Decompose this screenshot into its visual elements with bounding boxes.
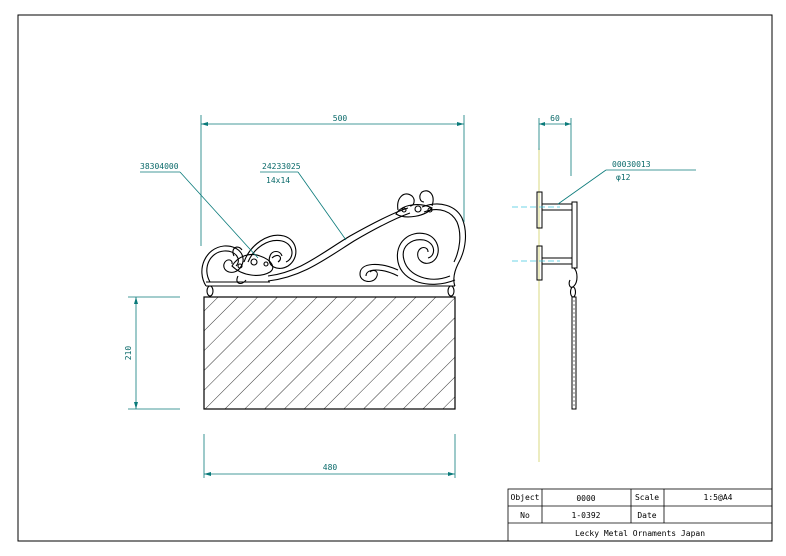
callout-bar-size: 14x14 [266,176,290,185]
scale-label: Scale [635,493,659,502]
callout-ornament-code: 38304000 [140,162,179,171]
left-hanging-ring [206,285,214,297]
object-label: Object [511,493,540,502]
side-view: 60 00030013 φ12 [512,114,696,462]
company-name: Lecky Metal Ornaments Japan [575,529,705,538]
dim-sign-height: 210 [124,346,133,361]
drawing-frame [17,14,773,542]
right-hanging-ring [447,285,455,297]
dim-side-depth: 60 [550,114,560,123]
front-view: 500 480 210 38304000 24233025 14x14 [124,114,467,478]
side-post [571,201,578,269]
lower-wall-plate [536,245,543,281]
callout-bar-code: 24233025 [262,162,301,171]
title-block: Object 0000 Scale 1:5@A4 No 1-0392 Date … [507,488,773,542]
bracket-scroll [201,190,467,287]
no-label: No [520,511,530,520]
callout-bolt-code: 00030013 [612,160,651,169]
date-label: Date [637,511,656,520]
object-value: 0000 [576,494,595,503]
no-value: 1-0392 [572,511,601,520]
dim-sign-width: 480 [323,463,338,472]
scale-value: 1:5@A4 [704,493,733,502]
callout-bolt-diameter: φ12 [616,173,631,182]
sign-panel [203,296,456,410]
dim-bracket-width: 500 [333,114,348,123]
